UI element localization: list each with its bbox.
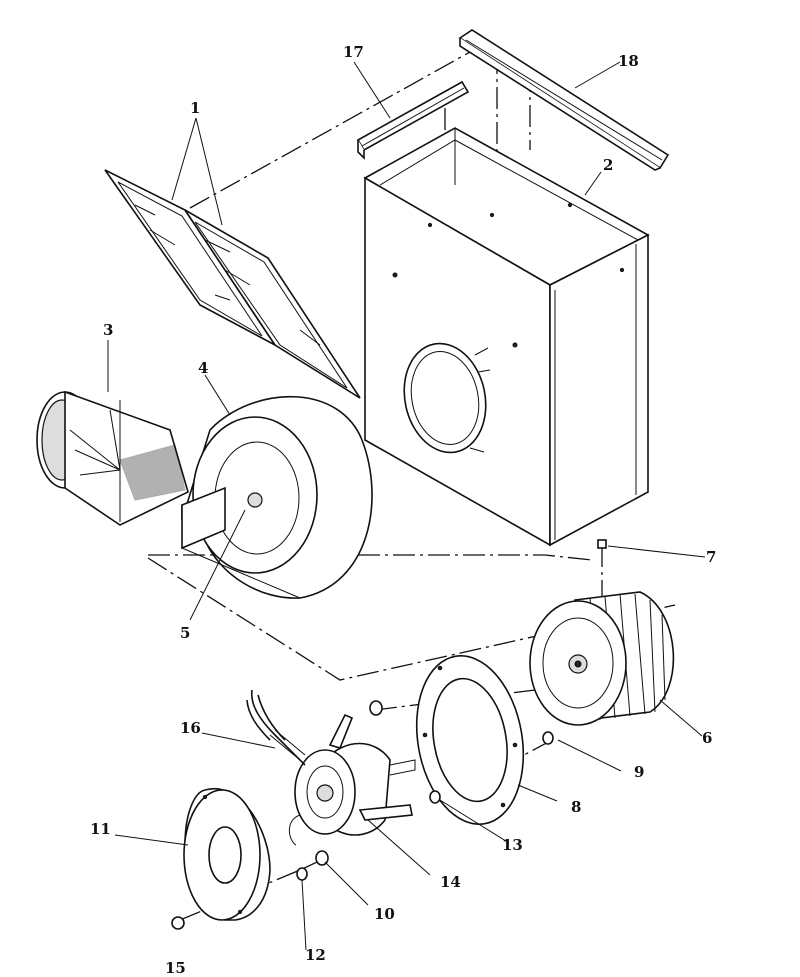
callout-2: 2 [603,156,613,174]
callout-3: 3 [103,321,113,339]
part-1-filter-frames [104,169,361,399]
part-3-duct-transition [36,390,189,526]
part-7-screw [597,539,607,549]
callout-9: 9 [634,763,644,781]
part-4-blower-housing [181,395,373,599]
callout-15: 15 [165,959,186,977]
callout-1: 1 [190,99,200,117]
callout-labels: 1 2 3 4 5 6 7 8 9 10 11 12 13 14 15 16 1… [90,43,716,977]
callout-14: 14 [440,873,461,891]
callout-6: 6 [702,729,712,747]
callout-7: 7 [706,548,716,566]
callout-11: 11 [90,820,111,838]
callout-4: 4 [198,359,208,377]
callout-16: 16 [180,719,201,737]
part-14-motor [288,713,416,846]
callout-5: 5 [180,624,190,642]
part-18-top-rail [458,29,670,171]
part-2-cabinet [363,127,650,547]
part-6-blower-wheel [529,591,675,726]
callout-8: 8 [571,798,581,816]
callout-12: 12 [305,946,326,964]
part-16-wire-harness [246,689,306,766]
part-8-mounting-ring [415,655,525,825]
callout-13: 13 [502,836,523,854]
leader-lines [107,61,706,951]
hardware-fasteners [171,700,554,930]
part-11-end-plate [183,787,271,921]
callout-17: 17 [343,43,364,61]
callout-10: 10 [374,905,395,923]
part-17-small-rail [356,80,470,160]
callout-18: 18 [618,52,639,70]
